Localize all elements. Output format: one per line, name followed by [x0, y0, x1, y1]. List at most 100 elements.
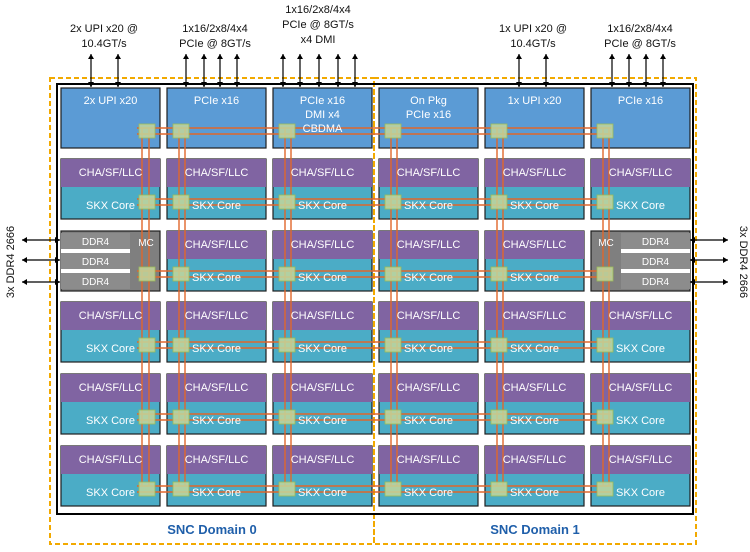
top-io-label: 1x16/2x8/4x4: [285, 4, 350, 16]
arrow-head: [22, 279, 27, 285]
arrow-head: [335, 54, 341, 59]
cha-sf-llc-block: [591, 446, 690, 474]
mesh-stop: [596, 194, 614, 210]
cha-sf-llc-block: [485, 446, 584, 474]
mesh-stop: [490, 409, 508, 425]
cha-sf-llc-block: [591, 302, 690, 330]
cha-sf-llc-label: CHA/SF/LLC: [79, 454, 143, 466]
cha-sf-llc-label: CHA/SF/LLC: [609, 382, 673, 394]
mesh-stop: [490, 337, 508, 353]
mesh-stop: [172, 194, 190, 210]
mesh-stop: [596, 266, 614, 282]
cha-sf-llc-label: CHA/SF/LLC: [291, 310, 355, 322]
cha-sf-llc-label: CHA/SF/LLC: [185, 310, 249, 322]
io-tile-label: CBDMA: [303, 123, 343, 135]
mesh-stop: [172, 337, 190, 353]
skx-core-label: SKX Core: [192, 487, 241, 499]
io-tile-label: PCIe x16: [194, 95, 239, 107]
cha-sf-llc-block: [485, 374, 584, 402]
cha-sf-llc-label: CHA/SF/LLC: [185, 167, 249, 179]
arrow-head: [234, 82, 240, 87]
cha-sf-llc-label: CHA/SF/LLC: [291, 382, 355, 394]
mesh-stop: [596, 409, 614, 425]
top-io-label: 10.4GT/s: [510, 38, 556, 50]
arrow-head: [115, 54, 121, 59]
skx-core-label: SKX Core: [510, 200, 559, 212]
arrow-head: [690, 257, 695, 263]
skx-core-label: SKX Core: [510, 272, 559, 284]
cha-sf-llc-label: CHA/SF/LLC: [609, 310, 673, 322]
skx-core-label: SKX Core: [298, 487, 347, 499]
cha-sf-llc-block: [167, 374, 266, 402]
skx-core-label: SKX Core: [192, 272, 241, 284]
cha-sf-llc-block: [167, 302, 266, 330]
arrow-head: [201, 54, 207, 59]
arrow-head: [183, 54, 189, 59]
side-ddr-label-right: 3x DDR4 2666: [737, 226, 749, 298]
cha-sf-llc-block: [379, 446, 478, 474]
cha-sf-llc-block: [379, 231, 478, 259]
mesh-stop: [384, 266, 402, 282]
skx-core-label: SKX Core: [510, 343, 559, 355]
arrow-head: [183, 82, 189, 87]
arrow-head: [609, 54, 615, 59]
cha-sf-llc-label: CHA/SF/LLC: [397, 239, 461, 251]
arrow-head: [690, 279, 695, 285]
arrow-head: [723, 279, 728, 285]
skx-core-label: SKX Core: [404, 200, 453, 212]
arrow-head: [280, 54, 286, 59]
cha-sf-llc-block: [485, 231, 584, 259]
skx-core-label: SKX Core: [192, 415, 241, 427]
arrow-head: [643, 82, 649, 87]
arrow-head: [352, 82, 358, 87]
ddr4-channel: [61, 273, 130, 289]
mesh-stop: [490, 123, 508, 139]
channel-separator: [61, 269, 130, 273]
mesh-stop: [384, 337, 402, 353]
cha-sf-llc-block: [61, 374, 160, 402]
arrow-head: [316, 82, 322, 87]
skx-core-label: SKX Core: [86, 415, 135, 427]
skx-core-label: SKX Core: [192, 200, 241, 212]
skx-core-label: SKX Core: [404, 487, 453, 499]
mesh-stop: [278, 123, 296, 139]
top-io-label: 2x UPI x20 @: [70, 23, 138, 35]
mc-label: MC: [598, 238, 614, 249]
channel-separator: [621, 269, 690, 273]
arrow-head: [217, 54, 223, 59]
skx-core-label: SKX Core: [616, 343, 665, 355]
cha-sf-llc-label: CHA/SF/LLC: [291, 239, 355, 251]
cha-sf-llc-block: [273, 374, 372, 402]
cha-sf-llc-block: [379, 302, 478, 330]
ddr4-channel-label: DDR4: [642, 277, 670, 288]
skx-core-label: SKX Core: [298, 272, 347, 284]
skx-core-label: SKX Core: [616, 415, 665, 427]
ddr4-channel: [621, 253, 690, 269]
cha-sf-llc-block: [167, 159, 266, 187]
arrow-head: [690, 237, 695, 243]
mesh-stop: [172, 266, 190, 282]
skx-core-label: SKX Core: [404, 415, 453, 427]
channel-separator: [621, 249, 690, 253]
io-tile-label: PCIe x16: [300, 95, 345, 107]
arrow-head: [88, 82, 94, 87]
mesh-stop: [138, 409, 156, 425]
skx-core-label: SKX Core: [404, 272, 453, 284]
skx-core-label: SKX Core: [86, 487, 135, 499]
mesh-stop: [172, 409, 190, 425]
cha-sf-llc-label: CHA/SF/LLC: [185, 382, 249, 394]
mesh-stop: [490, 266, 508, 282]
skx-core-label: SKX Core: [298, 343, 347, 355]
ddr4-channel-label: DDR4: [642, 257, 670, 268]
mesh-stop: [596, 123, 614, 139]
mesh-stop: [596, 337, 614, 353]
cha-sf-llc-label: CHA/SF/LLC: [79, 382, 143, 394]
cha-sf-llc-label: CHA/SF/LLC: [185, 454, 249, 466]
skx-core-label: SKX Core: [192, 343, 241, 355]
cha-sf-llc-block: [591, 374, 690, 402]
mesh-stop: [138, 194, 156, 210]
mesh-stop: [138, 266, 156, 282]
mesh-stop: [384, 123, 402, 139]
arrow-head: [352, 54, 358, 59]
mesh-stop: [278, 337, 296, 353]
